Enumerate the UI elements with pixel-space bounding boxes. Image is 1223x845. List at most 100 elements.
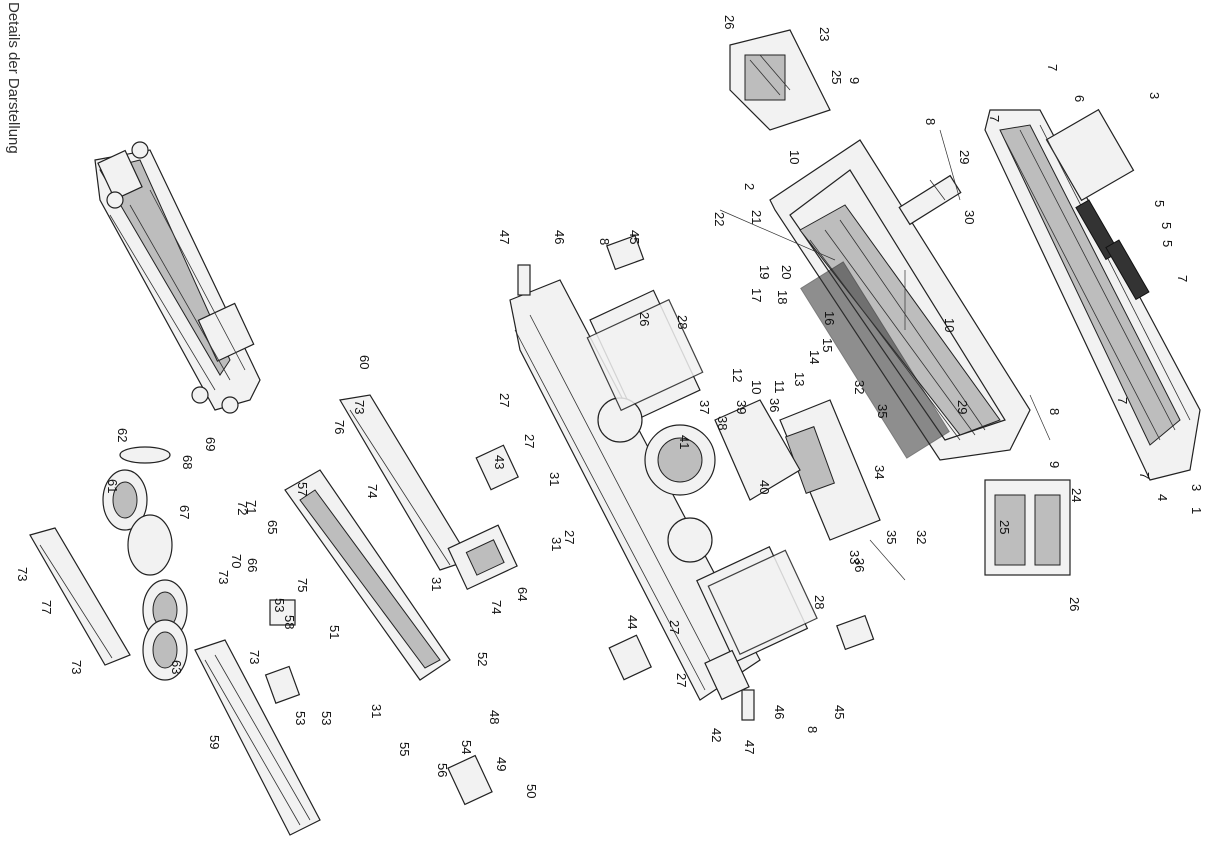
callout-label: 59 bbox=[207, 735, 222, 749]
callout-label: 24 bbox=[1069, 488, 1084, 502]
callout-label: 54 bbox=[459, 740, 474, 754]
callout-label: 9 bbox=[847, 77, 862, 84]
speaker-part bbox=[644, 424, 716, 496]
callout-label: 77 bbox=[39, 600, 54, 614]
callout-label: 36 bbox=[852, 558, 867, 572]
callout-label: 31 bbox=[549, 537, 564, 551]
callout-label: 15 bbox=[820, 338, 835, 352]
callout-label: 10 bbox=[942, 318, 957, 332]
callout-label: 10 bbox=[787, 150, 802, 164]
callout-label: 35 bbox=[884, 530, 899, 544]
callout-label: 19 bbox=[757, 265, 772, 279]
callout-label: 65 bbox=[265, 520, 280, 534]
callout-label: 53 bbox=[293, 711, 308, 725]
callout-label: 8 bbox=[805, 726, 820, 733]
callout-label: 23 bbox=[817, 27, 832, 41]
callout-label: 75 bbox=[295, 578, 310, 592]
callout-label: 29 bbox=[957, 150, 972, 164]
callout-label: 27 bbox=[497, 393, 512, 407]
cab-part-rear bbox=[984, 479, 1071, 576]
callout-label: 47 bbox=[497, 230, 512, 244]
roof-assembly bbox=[984, 108, 1201, 481]
callout-label: 74 bbox=[365, 484, 380, 498]
callout-label: 14 bbox=[807, 350, 822, 364]
callout-label: 63 bbox=[169, 660, 184, 674]
callout-label: 9 bbox=[1047, 461, 1062, 468]
callout-label: 34 bbox=[872, 465, 887, 479]
callout-label: 25 bbox=[829, 70, 844, 84]
callout-label: 46 bbox=[772, 705, 787, 719]
weight-part bbox=[586, 298, 818, 655]
callout-label: 11 bbox=[772, 380, 787, 394]
callout-label: 50 bbox=[524, 784, 539, 798]
callout-label: 21 bbox=[749, 210, 764, 224]
callout-label: 1 bbox=[1189, 507, 1204, 514]
callout-label: 52 bbox=[475, 652, 490, 666]
callout-label: 5 bbox=[1152, 200, 1167, 207]
callout-label: 71 bbox=[244, 500, 259, 514]
bottom-frame bbox=[194, 639, 321, 836]
motor-part bbox=[447, 524, 518, 591]
callout-label: 69 bbox=[203, 437, 218, 451]
callout-label: 73 bbox=[69, 660, 84, 674]
callout-label: 48 bbox=[487, 710, 502, 724]
side-frame bbox=[29, 527, 131, 666]
callout-label: 4 bbox=[1155, 494, 1170, 501]
callout-label: 17 bbox=[749, 288, 764, 302]
callout-label: 73 bbox=[352, 400, 367, 414]
callout-label: 16 bbox=[822, 311, 837, 325]
callout-label: 31 bbox=[429, 577, 444, 591]
callout-label: 8 bbox=[1047, 408, 1062, 415]
callout-label: 60 bbox=[357, 355, 372, 369]
callout-label: 64 bbox=[515, 587, 530, 601]
callout-label: 61 bbox=[105, 479, 120, 493]
callout-label: 27 bbox=[562, 530, 577, 544]
assembled-chassis bbox=[94, 141, 261, 414]
callout-label: 68 bbox=[180, 455, 195, 469]
callout-label: 67 bbox=[177, 505, 192, 519]
callout-label: 45 bbox=[627, 230, 642, 244]
callout-label: 47 bbox=[742, 740, 757, 754]
callout-label: 36 bbox=[767, 398, 782, 412]
callout-label: 20 bbox=[779, 265, 794, 279]
callout-label: 32 bbox=[914, 530, 929, 544]
callout-label: 31 bbox=[369, 704, 384, 718]
callout-label: 2 bbox=[742, 183, 757, 190]
callout-label: 3 bbox=[1189, 484, 1204, 491]
circuit-board bbox=[779, 399, 881, 541]
callout-label: 41 bbox=[677, 435, 692, 449]
callout-label: 29 bbox=[955, 400, 970, 414]
callout-label: 53 bbox=[319, 711, 334, 725]
callout-label: 55 bbox=[397, 742, 412, 756]
callout-label: 30 bbox=[962, 210, 977, 224]
callout-label: 72 bbox=[235, 501, 250, 515]
callout-label: 40 bbox=[757, 480, 772, 494]
callout-label: 73 bbox=[216, 570, 231, 584]
callout-label: 49 bbox=[494, 757, 509, 771]
callout-label: 7 bbox=[987, 115, 1002, 122]
callout-label: 76 bbox=[332, 420, 347, 434]
callout-label: 35 bbox=[875, 404, 890, 418]
callout-label: 6 bbox=[1072, 95, 1087, 102]
callout-label: 38 bbox=[715, 416, 730, 430]
callout-label: 51 bbox=[327, 625, 342, 639]
callout-label: 27 bbox=[674, 673, 689, 687]
callout-label: 70 bbox=[229, 554, 244, 568]
callout-label: 7 bbox=[1115, 397, 1130, 404]
callout-label: 26 bbox=[722, 15, 737, 29]
callout-label: 8 bbox=[923, 118, 938, 125]
callout-label: 7 bbox=[1175, 275, 1190, 282]
callout-label: 73 bbox=[15, 567, 30, 581]
callout-label: 7 bbox=[1137, 472, 1152, 479]
callout-label: 53 bbox=[272, 598, 287, 612]
callout-label: 46 bbox=[552, 230, 567, 244]
callout-label: 57 bbox=[295, 482, 310, 496]
callout-label: 27 bbox=[667, 620, 682, 634]
callout-label: 39 bbox=[734, 400, 749, 414]
callout-label: 7 bbox=[1045, 64, 1060, 71]
callout-label: 13 bbox=[792, 372, 807, 386]
callout-label: 62 bbox=[115, 428, 130, 442]
callout-label: 43 bbox=[492, 455, 507, 469]
callout-label: 32 bbox=[852, 380, 867, 394]
